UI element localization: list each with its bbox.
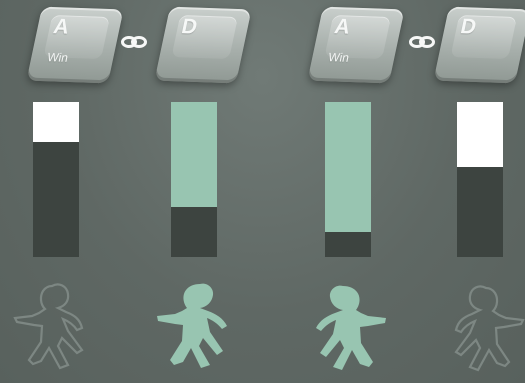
soldier-filled-icon — [157, 283, 227, 368]
meter-left-1 — [33, 102, 79, 257]
meter-fill — [171, 102, 217, 208]
key-a-left: A Win — [26, 6, 124, 84]
key-letter: D — [458, 15, 479, 39]
meter-right-2 — [457, 102, 503, 257]
meter-fill — [457, 102, 503, 168]
key-a-right: A Win — [307, 6, 405, 84]
chain-link-icon — [409, 36, 435, 48]
meter-fill — [33, 102, 79, 143]
meter-fill — [325, 102, 371, 233]
key-sublabel: Win — [326, 50, 351, 65]
key-d-right: D — [433, 6, 525, 84]
soldier-outline-icon — [13, 283, 84, 370]
meter-right-1 — [325, 102, 371, 257]
key-letter: D — [179, 15, 200, 39]
soldier-outline-icon — [454, 285, 525, 372]
key-letter: A — [51, 15, 72, 39]
soldier-filled-icon — [316, 285, 386, 370]
key-d-left: D — [154, 6, 252, 84]
chain-link-icon — [121, 36, 147, 48]
key-letter: A — [332, 15, 353, 39]
key-sublabel: Win — [45, 50, 70, 65]
meter-left-2 — [171, 102, 217, 257]
